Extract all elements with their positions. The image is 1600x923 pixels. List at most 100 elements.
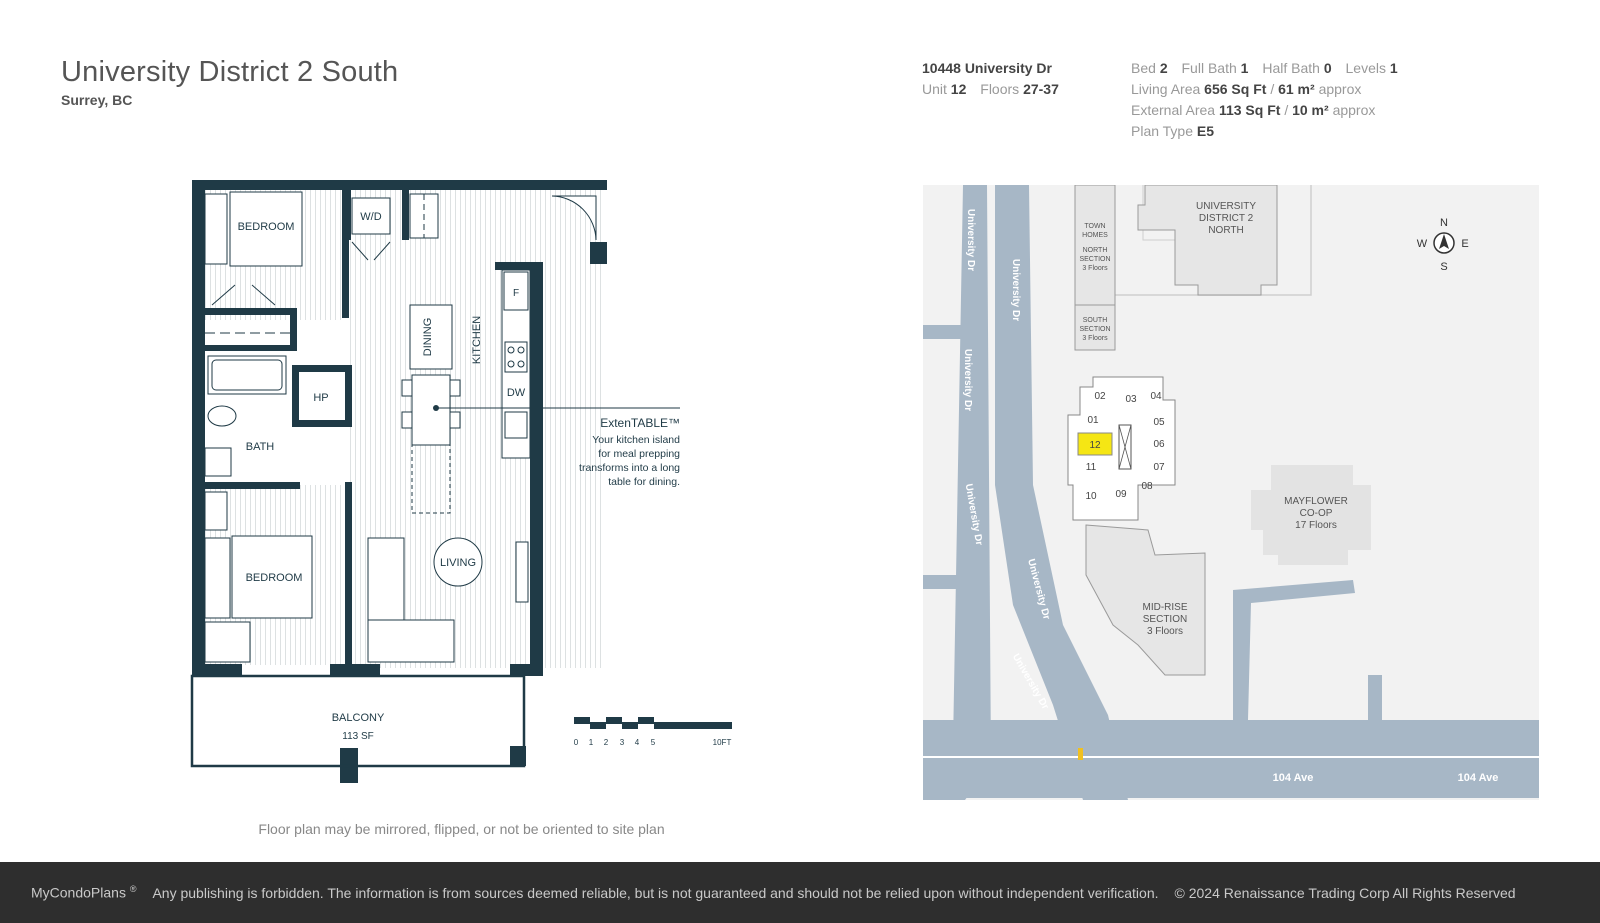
orientation-disclaimer: Floor plan may be mirrored, flipped, or …	[258, 821, 665, 837]
balcony-area: 113 SF	[342, 731, 374, 742]
unit-label: 04	[1150, 391, 1162, 402]
traffic-light-icon	[1078, 748, 1083, 760]
townhomes-label: NORTH	[1083, 247, 1108, 254]
plan-type-label: Plan Type	[1131, 123, 1194, 139]
unit-label: Unit	[922, 81, 947, 97]
half-bath-value: 0	[1323, 60, 1332, 76]
brand-mark: ®	[129, 884, 137, 895]
room-label-bedroom-top: BEDROOM	[238, 221, 295, 233]
townhomes-south-label: 3 Floors	[1082, 335, 1108, 342]
townhomes-label: TOWN	[1084, 223, 1105, 230]
footer-notice: Any publishing is forbidden. The informa…	[152, 884, 1159, 901]
extentable-line-1: Your kitchen island	[592, 434, 680, 446]
living-area-sqft: 656 Sq Ft	[1204, 81, 1267, 97]
extentable-line-2: for meal prepping	[598, 448, 680, 460]
city-label: Surrey, BC	[61, 92, 133, 108]
slash: /	[1284, 102, 1289, 118]
unit-label: 09	[1115, 489, 1127, 500]
scale-tick: 5	[651, 738, 656, 747]
levels-value: 1	[1389, 60, 1398, 76]
unit-label: 01	[1087, 415, 1099, 426]
street-label: University Dr	[962, 349, 973, 411]
extentable-line-4: table for dining.	[608, 476, 680, 488]
slash: /	[1270, 81, 1275, 97]
fridge-label: F	[513, 288, 519, 299]
ud2-north-label: UNIVERSITY	[1196, 201, 1256, 212]
approx-label: approx	[1318, 81, 1362, 97]
room-label-bedroom-bottom: BEDROOM	[246, 572, 303, 584]
ud2-north-label: DISTRICT 2	[1199, 213, 1254, 224]
external-area-m2: 10 m²	[1292, 102, 1329, 118]
townhomes-south-label: SOUTH	[1083, 317, 1108, 324]
wd-label: W/D	[360, 211, 381, 223]
compass-e: E	[1461, 238, 1468, 250]
unit-label: 06	[1153, 439, 1165, 450]
unit-label: 02	[1094, 391, 1106, 402]
external-area-sqft: 113 Sq Ft	[1218, 102, 1281, 118]
half-bath-label: Half Bath	[1262, 60, 1320, 76]
mayflower-label: 17 Floors	[1295, 520, 1337, 531]
unit-label: 12	[1089, 440, 1101, 451]
scale-bar: 0 1 2 3 4 5 10FT	[574, 717, 732, 747]
midrise-label: SECTION	[1143, 614, 1187, 625]
bath-label: BATH	[246, 441, 275, 453]
living-area-m2: 61 m²	[1278, 81, 1315, 97]
floors-value: 27-37	[1023, 81, 1059, 97]
full-bath-value: 1	[1240, 60, 1249, 76]
unit-label: 07	[1153, 462, 1165, 473]
townhomes-label: SECTION	[1079, 256, 1110, 263]
unit-12-highlight	[1077, 432, 1113, 456]
levels-label: Levels	[1345, 60, 1386, 76]
site-plan: University Dr University Dr University D…	[923, 185, 1539, 800]
midrise-label: MID-RISE	[1143, 602, 1188, 613]
compass-icon: N S E W	[1417, 217, 1469, 273]
footer-brand: MyCondoPlans ®	[31, 884, 136, 901]
townhomes-label: HOMES	[1082, 232, 1108, 239]
approx-label: approx	[1332, 102, 1376, 118]
extentable-title: ExtenTABLE™	[600, 416, 680, 430]
scale-tick: 2	[604, 738, 609, 747]
street-label: University Dr	[1010, 259, 1021, 321]
compass-n: N	[1440, 217, 1448, 229]
unit-label: 05	[1153, 417, 1165, 428]
bed-label: Bed	[1131, 60, 1156, 76]
unit-label: 03	[1125, 394, 1137, 405]
unit-info: 10448 University Dr Unit 12 Floors 27-37	[922, 58, 1059, 100]
footer: MyCondoPlans ® Any publishing is forbidd…	[0, 862, 1600, 923]
footer-copyright: © 2024 Renaissance Trading Corp All Righ…	[1174, 884, 1516, 901]
scale-tick: 3	[620, 738, 625, 747]
tower-footprint: 02 03 04 01 05 12 06 11 07 10 09 08	[1067, 376, 1176, 521]
townhomes-label: 3 Floors	[1082, 265, 1108, 272]
compass-w: W	[1417, 238, 1428, 250]
external-area-label: External Area	[1131, 102, 1216, 118]
address: 10448 University Dr	[922, 60, 1052, 76]
compass-s: S	[1440, 261, 1447, 273]
floors-label: Floors	[980, 81, 1020, 97]
unit-label: 08	[1141, 481, 1153, 492]
plan-type-value: E5	[1196, 123, 1215, 139]
brand-name: MyCondoPlans	[31, 884, 126, 901]
scale-end: 10FT	[713, 738, 732, 747]
unit-specs: Bed 2 Full Bath 1 Half Bath 0 Levels 1 L…	[1131, 58, 1398, 142]
extentable-line-3: transforms into a long	[579, 462, 680, 474]
unit-value: 12	[950, 81, 967, 97]
scale-tick: 0	[574, 738, 579, 747]
scale-tick: 4	[635, 738, 640, 747]
townhomes-south-label: SECTION	[1079, 326, 1110, 333]
mayflower-label: MAYFLOWER	[1284, 496, 1348, 507]
hp-label: HP	[313, 392, 328, 404]
dining-label: DINING	[422, 318, 434, 357]
midrise-label: 3 Floors	[1147, 626, 1183, 637]
ave-label: 104 Ave	[1273, 772, 1314, 784]
mayflower-label: CO-OP	[1300, 508, 1333, 519]
kitchen-label: KITCHEN	[471, 316, 483, 364]
page-title: University District 2 South	[61, 56, 399, 88]
ave-label: 104 Ave	[1458, 772, 1499, 784]
street-label: University Dr	[965, 209, 976, 271]
ud2-north-label: NORTH	[1208, 225, 1243, 236]
living-area-label: Living Area	[1131, 81, 1201, 97]
floor-plan: BEDROOM W/D F DW KITCHEN DINING ExtenTAB…	[190, 180, 732, 783]
bed-value: 2	[1159, 60, 1168, 76]
living-label: LIVING	[440, 557, 476, 569]
unit-label: 11	[1086, 462, 1097, 473]
